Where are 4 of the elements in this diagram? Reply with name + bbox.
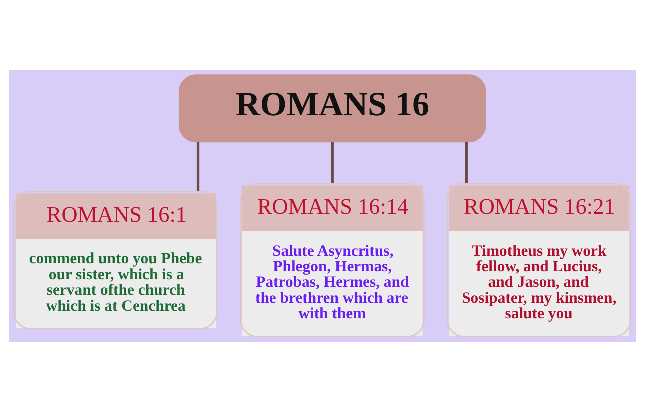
connector xyxy=(331,142,334,183)
node-box: ROMANS 16 xyxy=(178,74,486,142)
connector xyxy=(196,142,200,191)
connector xyxy=(465,142,468,183)
